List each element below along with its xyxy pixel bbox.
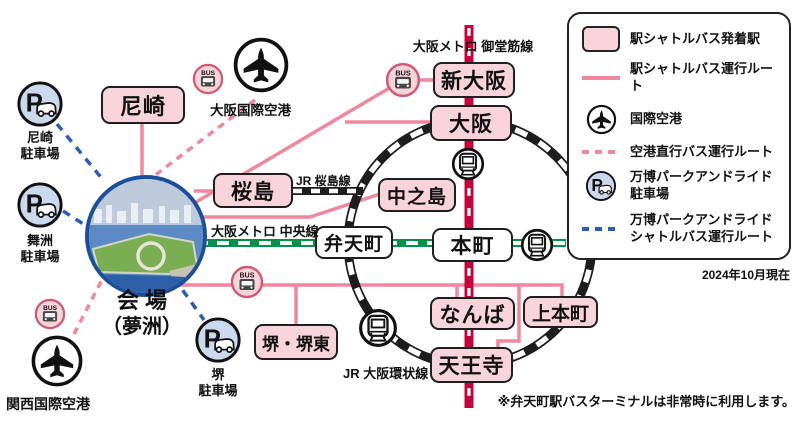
bus-stop-icon-itami: BUS [192, 63, 224, 95]
station-bentencho: 弁天町 [315, 226, 393, 259]
station-tennoji: 天王寺 [430, 347, 513, 383]
parking-icon-amagasaki: P [16, 80, 64, 128]
route-maishima-parking [62, 209, 89, 229]
parking-icon-maishima: P [16, 181, 64, 229]
legend-row-parkride-route: 万博パークアンドライドシャトルバス運行ルート [579, 212, 781, 246]
route-amagasaki-parking [55, 122, 106, 183]
station-namba: なんば [430, 297, 515, 330]
train-icon-midosuji [451, 147, 485, 181]
station-box-swatch [579, 26, 623, 52]
station-nakanoshima: 中之島 [378, 178, 456, 212]
station-osaka: 大阪 [430, 105, 512, 141]
shuttle-route-swatch [579, 75, 623, 80]
station-sakurajima: 桜島 [213, 173, 293, 208]
venue-label-line2: （夢洲） [102, 315, 182, 338]
bentencho-note: ※弁天町駅バスターミナルは非常時に利用します。 [497, 394, 795, 409]
route-trunk-uehommachi [158, 283, 564, 298]
station-uehommachi: 上本町 [523, 296, 598, 328]
route-itami-airport [148, 98, 257, 181]
svg-text:BUS: BUS [395, 68, 411, 77]
parking-label-sakai: 堺駐車場 [198, 367, 238, 398]
parking-label-maishima: 舞洲駐車場 [20, 233, 60, 264]
station-shin-osaka: 新大阪 [433, 62, 515, 98]
airport-icon [579, 104, 623, 135]
itami-airport-icon [232, 36, 290, 94]
svg-text:BUS: BUS [201, 70, 216, 77]
bus-stop-icon-shin-osaka: BUS [385, 62, 421, 98]
parking-label-amagasaki: 尼崎駐車場 [20, 130, 60, 161]
midosuji-line-label: 大阪メトロ 御堂筋線 [412, 39, 534, 54]
parkride-route-swatch [579, 227, 623, 232]
parking-icon: P [579, 170, 623, 202]
svg-text:P: P [591, 175, 603, 195]
legend-row-shuttle-route: 駅シャトルバス運行ルート [579, 61, 781, 95]
parking-icon-sakai: P [194, 316, 242, 364]
bus-stop-icon-kansai: BUS [34, 298, 66, 330]
chuo-line-label: 大阪メトロ 中央線 [211, 224, 319, 239]
jr-loop-line-label: JR 大阪環状線 [343, 366, 429, 381]
kansai-airport-icon [30, 334, 84, 388]
jr-sakurajima-line-label: JR 桜島線 [296, 174, 351, 188]
airport-bus-swatch [579, 150, 623, 155]
legend-row-airport-bus: 空港直行バス運行ルート [579, 144, 781, 161]
legend: 駅シャトルバス発着駅 駅シャトルバス運行ルート 国際空港 空港直行バス運行ルート… [567, 12, 791, 260]
venue-aerial-photo [85, 175, 207, 297]
venue-label: 会 場 （夢洲） [82, 288, 202, 339]
airport-bus-routes [72, 98, 257, 335]
train-icon-chuo [520, 228, 554, 262]
station-hommachi: 本町 [432, 228, 513, 262]
station-sakai-sakaihigashi: 堺・堺東 [254, 324, 338, 360]
svg-text:BUS: BUS [240, 273, 255, 280]
parkride-routes [55, 122, 206, 322]
svg-text:BUS: BUS [43, 305, 58, 312]
bus-stop-icon-sakai-route: BUS [230, 265, 264, 299]
venue-label-line1: 会 場 [116, 288, 168, 313]
legend-row-station-box: 駅シャトルバス発着駅 [579, 26, 781, 52]
legend-row-parkride-parking: P 万博パークアンドライド駐車場 [579, 169, 781, 203]
route-tennoji [496, 285, 521, 349]
legend-row-airport: 国際空港 [579, 104, 781, 135]
venue-photo-graphic [89, 179, 203, 293]
itami-airport-label: 大阪国際空港 [210, 103, 291, 118]
kansai-airport-label: 関西国際空港 [6, 396, 90, 412]
station-amagasaki: 尼崎 [101, 86, 185, 124]
shuttle-routes [140, 78, 564, 349]
train-icon-loop [358, 308, 398, 348]
as-of-date: 2024年10月現在 [701, 268, 790, 282]
